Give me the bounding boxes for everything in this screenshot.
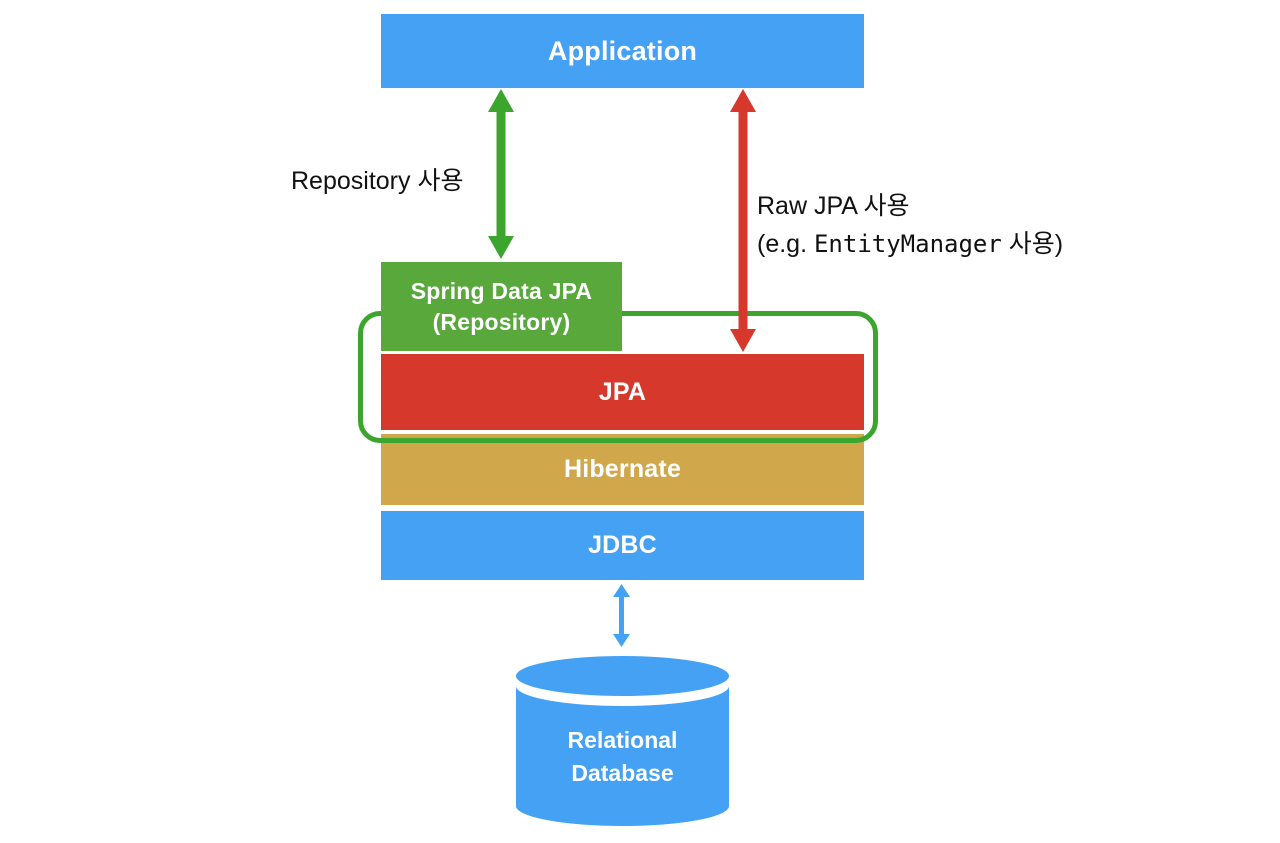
layer-application: Application	[381, 14, 864, 88]
jdbc-database-arrow-icon	[613, 584, 630, 647]
raw-jpa-usage-line2: (e.g. EntityManager 사용)	[757, 225, 1063, 263]
layer-jpa-label: JPA	[598, 377, 647, 406]
layer-hibernate-label: Hibernate	[563, 455, 682, 483]
database-cylinder-icon	[516, 656, 729, 826]
layer-hibernate: Hibernate	[381, 434, 864, 505]
layer-jdbc-label: JDBC	[588, 531, 657, 559]
raw-jpa-usage-line1: Raw JPA 사용	[757, 192, 910, 220]
relational-database: Relational Database	[516, 656, 729, 826]
entity-manager-code: EntityManager	[813, 230, 1002, 258]
database-label-line2: Database	[571, 760, 674, 786]
layer-jdbc: JDBC	[381, 511, 864, 580]
raw-jpa-arrow-icon	[730, 89, 756, 352]
database-label: Relational Database	[516, 724, 729, 790]
raw-jpa-line2-prefix: (e.g.	[757, 230, 814, 258]
repository-arrow-icon	[488, 89, 514, 259]
spring-data-jpa-line1: Spring Data JPA	[410, 277, 593, 304]
raw-jpa-line2-suffix: 사용)	[1001, 230, 1064, 258]
repository-usage-label: Repository 사용	[291, 167, 464, 195]
raw-jpa-usage-label: Raw JPA 사용 (e.g. EntityManager 사용)	[757, 187, 1063, 263]
layer-application-label: Application	[547, 35, 698, 66]
spring-data-jpa-line2: (Repository)	[432, 308, 571, 335]
layer-spring-data-jpa: Spring Data JPA (Repository)	[381, 262, 622, 351]
database-label-line1: Relational	[567, 727, 678, 753]
layer-jpa: JPA	[381, 354, 864, 430]
